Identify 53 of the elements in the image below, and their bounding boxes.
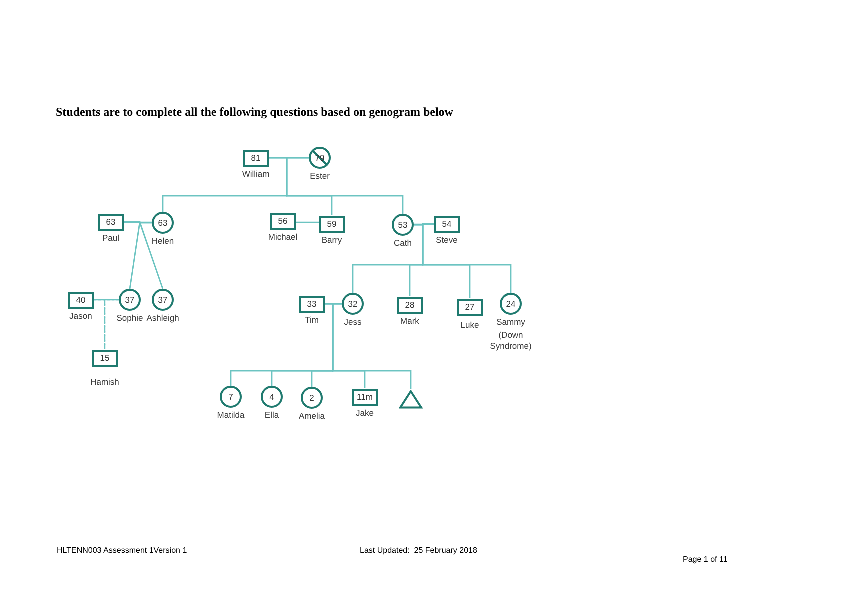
age-label: 37 xyxy=(125,295,135,305)
age-label: 59 xyxy=(327,219,337,229)
name-label: Jason xyxy=(70,310,92,320)
age-label: 27 xyxy=(465,302,475,312)
age-label: 63 xyxy=(106,217,116,227)
age-label: 28 xyxy=(405,300,415,310)
age-label: 63 xyxy=(158,218,168,228)
name-label: Jake xyxy=(356,408,374,418)
age-label: 37 xyxy=(158,295,168,305)
name-label: William xyxy=(242,168,270,178)
name-label: Steve xyxy=(436,234,458,244)
name-label: Cath xyxy=(394,238,412,248)
name-label: Ashleigh xyxy=(146,313,180,323)
name-label: Hamish xyxy=(90,376,120,386)
age-label: 40 xyxy=(76,295,86,305)
name-label: Ester xyxy=(310,171,330,181)
age-label: 56 xyxy=(278,216,288,226)
title: Students are to complete all the following questions based on genogram below xyxy=(56,105,454,120)
partner-line xyxy=(94,299,119,301)
age-label: 15 xyxy=(100,353,110,363)
name-label: Luke xyxy=(460,320,480,330)
footer-text: HLTENN003 Assessment 1Version 1 xyxy=(57,546,188,556)
descent-line xyxy=(139,222,164,290)
age-label: 53 xyxy=(398,220,408,230)
name-label: Helen xyxy=(152,236,174,246)
name-label: Paul xyxy=(102,232,120,242)
name-label: Mark xyxy=(400,316,420,326)
age-label: 11m xyxy=(357,392,373,402)
name-label: Michael xyxy=(268,232,298,242)
age-label: 7 xyxy=(228,392,234,402)
name-label: Sammy xyxy=(496,317,526,327)
name-label: Barry xyxy=(322,234,342,244)
partner-line xyxy=(124,222,152,224)
age-label: 32 xyxy=(348,299,358,309)
footer-text: Last Updated: 25 February 2018 xyxy=(360,546,478,556)
name-label: Matilda xyxy=(217,410,245,420)
partner-line xyxy=(414,224,434,226)
age-label: 24 xyxy=(506,299,516,309)
name-label: Sophie xyxy=(116,313,144,323)
name-label: Amelia xyxy=(299,411,325,421)
age-label: 2 xyxy=(310,393,314,403)
descent-line xyxy=(104,299,119,350)
partner-line xyxy=(296,222,319,224)
page-number: Page 1 of 11 xyxy=(683,555,728,565)
name-label: Jess xyxy=(344,317,362,327)
note-label: (Down Syndrome) xyxy=(489,330,533,352)
age-label: 81 xyxy=(251,153,261,163)
name-label: Tim xyxy=(305,314,319,324)
age-label: 4 xyxy=(270,392,274,402)
age-label: 54 xyxy=(442,219,452,229)
name-label: Ella xyxy=(264,410,280,420)
age-label: 33 xyxy=(307,299,317,309)
descent-line xyxy=(94,299,106,350)
